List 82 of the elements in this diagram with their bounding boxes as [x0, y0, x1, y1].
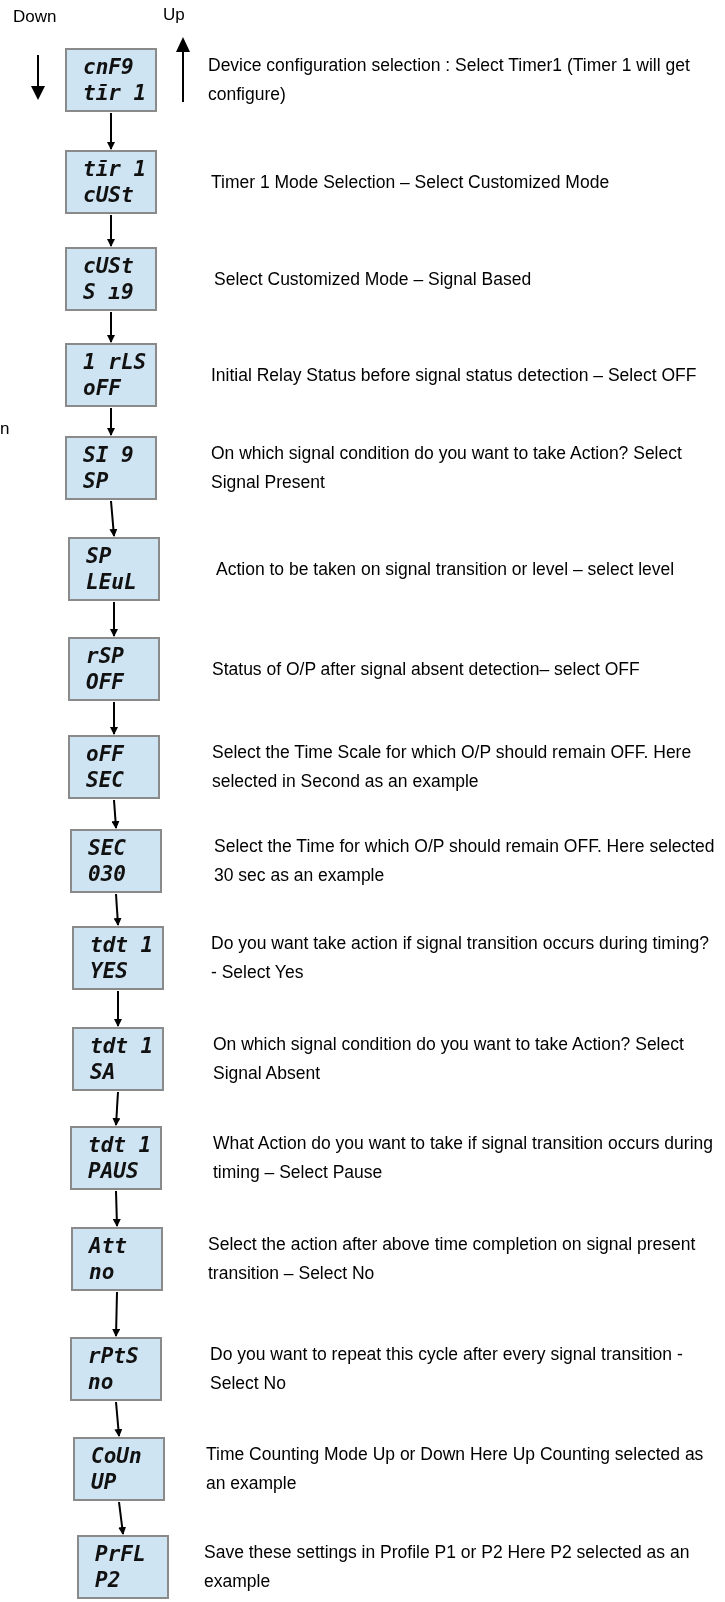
arrow — [112, 1190, 121, 1227]
display-reading: oFF — [83, 375, 123, 401]
display-reading: SEC — [88, 835, 127, 861]
description-text: Select the Time Scale for which O/P should remain OFF. Here selected in Second as an example — [212, 741, 693, 793]
display-box — [70, 1126, 162, 1190]
display-reading: tīr 1 — [83, 80, 148, 106]
description-text: Do you want take action if signal transition occurs during timing? - Select Yes — [211, 932, 711, 984]
arrow — [107, 311, 115, 343]
display-reading: oFF — [86, 741, 126, 767]
description-text: Status of O/P after signal absent detection– select OFF — [212, 657, 641, 681]
display-reading: LEuL — [86, 569, 138, 595]
display-reading: SI 9 — [83, 442, 135, 468]
description-text: Select Customized Mode – Signal Based — [214, 267, 533, 291]
arrow — [112, 1291, 121, 1337]
display-reading: cUSt — [83, 253, 135, 279]
description-text: Save these settings in Profile P1 or P2 Here P2 selected as an example — [204, 1541, 691, 1593]
display-reading: tdt 1 — [88, 1132, 153, 1158]
display-reading: OFF — [86, 669, 126, 695]
description-text: What Action do you want to take if signal transition occurs during timing – Select Pause — [213, 1132, 714, 1184]
description-text: Time Counting Mode Up or Down Here Up Counting selected as an example — [206, 1443, 705, 1495]
arrow — [107, 112, 115, 150]
arrow — [110, 601, 118, 637]
display-box — [65, 150, 157, 214]
display-reading: S ı9 — [83, 279, 135, 305]
arrow — [110, 701, 118, 735]
display-reading: CoUn — [91, 1443, 143, 1469]
display-reading: tdt 1 — [90, 932, 155, 958]
display-reading: no — [88, 1369, 115, 1395]
display-box — [65, 343, 157, 407]
display-box — [65, 48, 157, 112]
display-reading: cnF9 — [83, 54, 135, 80]
arrow — [107, 407, 115, 436]
display-box — [72, 1027, 164, 1091]
display-box — [72, 926, 164, 990]
display-reading: Att — [89, 1233, 128, 1259]
display-reading: tīr 1 — [83, 156, 148, 182]
display-box — [68, 735, 160, 799]
display-reading: rSP — [86, 643, 125, 669]
label-text: Down — [13, 6, 57, 28]
display-reading: SEC — [86, 767, 125, 793]
display-reading: tdt 1 — [90, 1033, 155, 1059]
display-reading: cUSt — [83, 182, 135, 208]
display-reading: P2 — [95, 1567, 122, 1593]
arrow — [111, 799, 120, 829]
description-text: Action to be taken on signal transition or level – select level — [216, 557, 676, 581]
display-reading: 1 rLS — [83, 349, 148, 375]
display-box — [65, 436, 157, 500]
arrow — [113, 893, 122, 926]
description-text: Select the Time for which O/P should remain OFF. Here selected 30 sec as an example — [214, 835, 716, 887]
description-text: Select the action after above time completion on signal present transition – Select No — [208, 1233, 697, 1285]
display-box — [71, 1227, 163, 1291]
arrow — [114, 990, 122, 1027]
display-box — [73, 1437, 165, 1501]
display-reading: 030 — [88, 861, 127, 887]
arrow — [109, 500, 118, 537]
description-text: Timer 1 Mode Selection – Select Customized Mode — [211, 170, 611, 194]
display-box — [70, 1337, 162, 1401]
display-reading: SP — [86, 543, 113, 569]
description-text: Do you want to repeat this cycle after every signal transition - Select No — [210, 1343, 684, 1395]
arrow — [112, 1091, 121, 1126]
display-reading: rPtS — [88, 1343, 140, 1369]
display-reading: SP — [83, 468, 110, 494]
display-box — [68, 537, 160, 601]
label-text: n — [0, 418, 10, 440]
arrow — [114, 1401, 123, 1437]
arrow — [107, 214, 115, 247]
display-reading: SA — [90, 1059, 117, 1085]
display-box — [77, 1535, 169, 1599]
display-reading: no — [89, 1259, 116, 1285]
display-reading: UP — [91, 1469, 118, 1495]
description-text: Device configuration selection : Select Timer1 (Timer 1 will get configure) — [208, 54, 691, 106]
label-text: Up — [163, 4, 185, 26]
display-box — [70, 829, 162, 893]
description-text: On which signal condition do you want to take Action? Select Signal Absent — [213, 1033, 685, 1085]
display-reading: YES — [90, 958, 129, 984]
description-text: Initial Relay Status before signal status detection – Select OFF — [211, 363, 698, 387]
display-box — [68, 637, 160, 701]
display-reading: PAUS — [88, 1158, 140, 1184]
arrow — [118, 1501, 127, 1535]
display-reading: PrFL — [95, 1541, 147, 1567]
display-box — [65, 247, 157, 311]
description-text: On which signal condition do you want to take Action? Select Signal Present — [211, 442, 683, 494]
